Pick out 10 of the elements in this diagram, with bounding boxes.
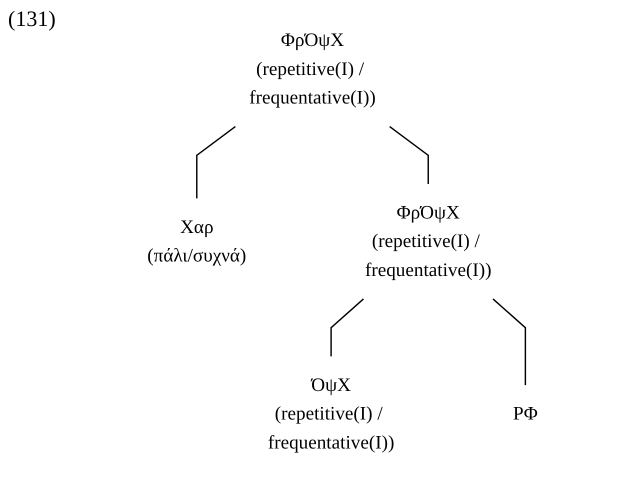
node-text: ΦρΌψΧ (repetitive(I) / frequentative(I)) (364, 202, 492, 281)
connector (389, 126, 429, 184)
connector (492, 298, 526, 386)
node-text: ΦρΌψΧ (repetitive(I) / frequentative(I)) (249, 30, 376, 108)
example-number: (131) (8, 6, 56, 32)
node-text: ΌψΧ (repetitive(I) / frequentative(I)) (268, 374, 394, 454)
node-text: Χαρ (πάλι/συχνά) (147, 216, 246, 266)
connector (330, 298, 364, 356)
connector (196, 126, 236, 198)
node-text: ΡΦ (513, 403, 538, 424)
